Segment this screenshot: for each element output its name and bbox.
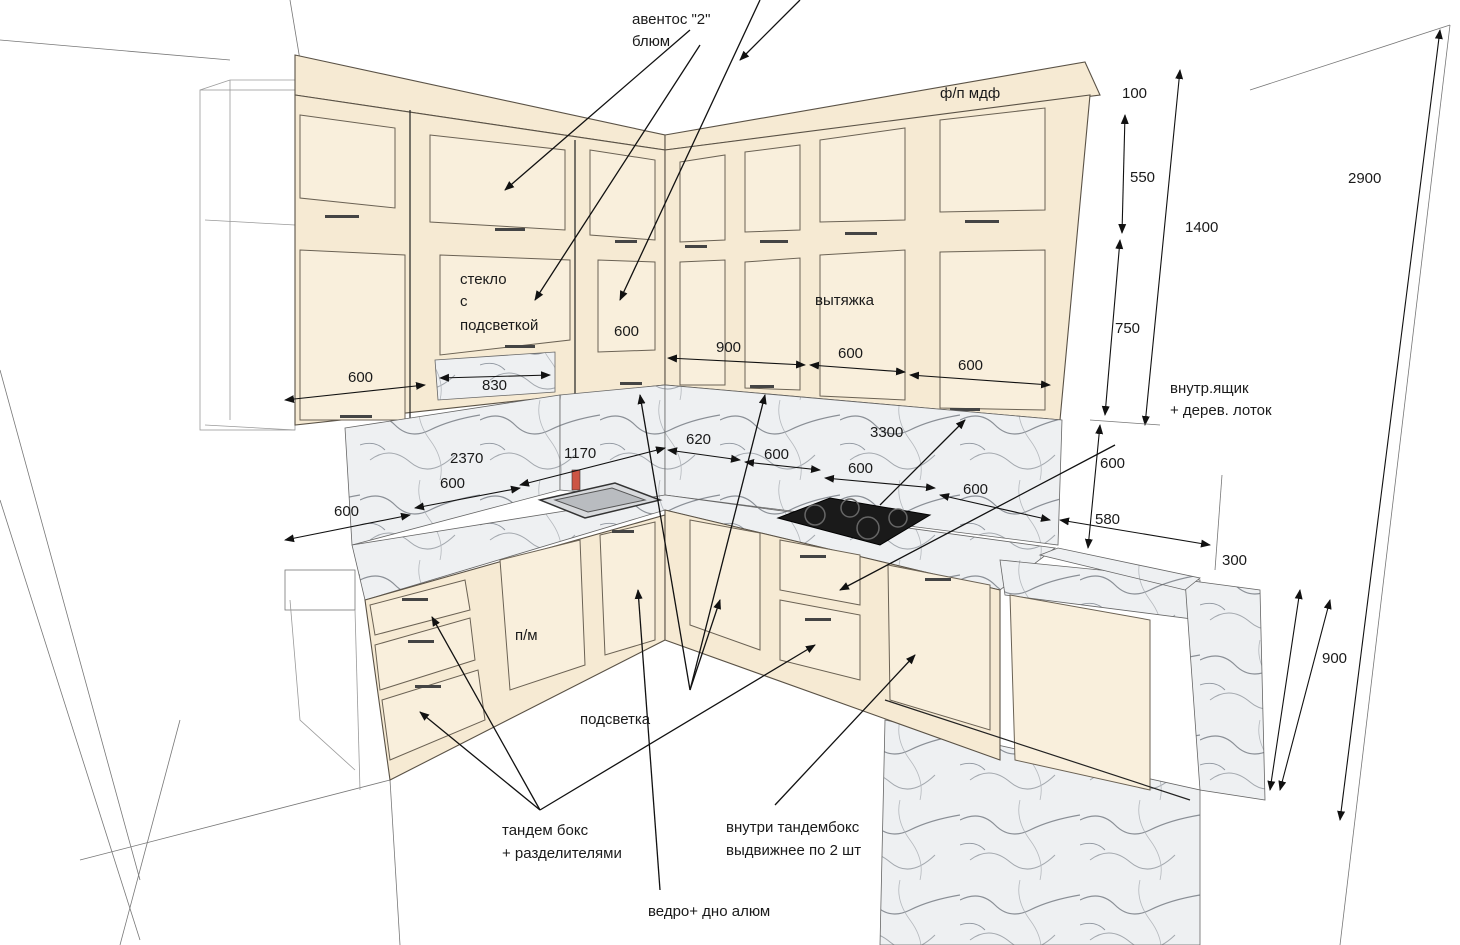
base-cabinets-left	[284, 514, 666, 791]
upper-cabinets-left	[294, 54, 666, 426]
dim-900-height: 900	[1322, 650, 1347, 667]
dim-600-hood: 600	[838, 345, 863, 362]
dim-1170: 1170	[564, 445, 596, 462]
dim-600-upper-left: 600	[348, 369, 373, 386]
dim-100: 100	[1122, 85, 1147, 102]
text-labels: авентос "2" блюм ф/п мдф стекло с подсве…	[460, 11, 1272, 920]
dim-2370: 2370	[450, 450, 483, 467]
dimension-lines	[284, 29, 1443, 821]
label-dishwasher: п/м	[515, 627, 538, 644]
base-cabinets-right	[664, 509, 1191, 801]
label-hood: вытяжка	[815, 292, 875, 309]
dim-600-b: 600	[848, 460, 873, 477]
dim-620: 620	[686, 431, 711, 448]
dim-600-d: 600	[963, 481, 988, 498]
dim-550: 550	[1130, 169, 1155, 186]
label-fp-mdf: ф/п мдф	[940, 85, 1000, 102]
cooktop	[776, 497, 932, 546]
open-shelves-left	[199, 79, 300, 431]
dimension-values: 100 550 1400 2900 750 600 830 600 900 60…	[334, 85, 1381, 667]
label-inner-drawer-2: + дерев. лоток	[1170, 402, 1272, 419]
label-glass-2: с	[460, 293, 468, 310]
dim-830: 830	[482, 377, 507, 394]
upper-cabinets-right	[664, 61, 1101, 421]
dim-600-c: 600	[440, 475, 465, 492]
dim-600-a: 600	[764, 446, 789, 463]
dim-300: 300	[1222, 552, 1247, 569]
dim-600-left-base: 600	[334, 503, 359, 520]
label-lighting: подсветка	[580, 711, 651, 728]
label-glass-1: стекло	[460, 271, 507, 288]
dim-600-corner-upper: 600	[614, 323, 639, 340]
dim-1400: 1400	[1185, 219, 1218, 236]
dim-750: 750	[1115, 320, 1140, 337]
dim-900: 900	[716, 339, 741, 356]
label-inside-tandem-2: выдвижнее по 2 шт	[726, 842, 861, 859]
label-blum: блюм	[632, 33, 670, 50]
label-aventos: авентос "2"	[632, 11, 710, 28]
label-tandem-1: тандем бокс	[502, 822, 589, 839]
label-glass-3: подсветкой	[460, 317, 538, 334]
leader-arrows	[419, 0, 1116, 891]
label-inner-drawer-1: внутр.ящик	[1170, 380, 1249, 397]
label-bucket: ведро+ дно алюм	[648, 903, 770, 920]
dim-580: 580	[1095, 511, 1120, 528]
dim-600-upper-right: 600	[958, 357, 983, 374]
dim-3300: 3300	[870, 424, 903, 441]
dim-600-height: 600	[1100, 455, 1125, 472]
label-inside-tandem-1: внутри тандембокс	[726, 819, 860, 836]
dim-2900: 2900	[1348, 170, 1381, 187]
label-tandem-2: + разделителями	[502, 845, 622, 862]
